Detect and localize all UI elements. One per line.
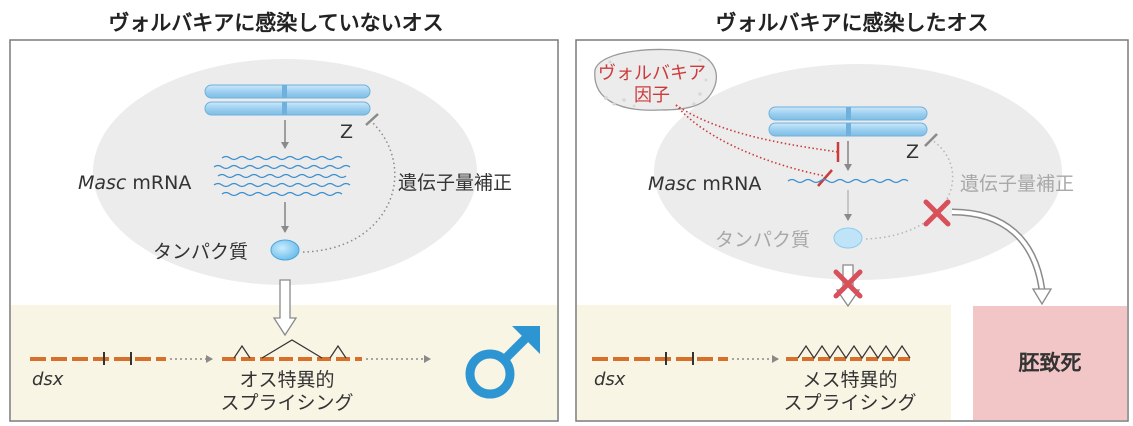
left-splice-label-2: スプライシング (220, 392, 353, 414)
right-panel: 胚致死 ヴォルバキア 因子 Z M (575, 39, 1129, 422)
right-z-label: Z (906, 141, 919, 163)
wolbachia-label-1: ヴォルバキア (598, 63, 706, 84)
left-dsx-label: dsx (32, 369, 64, 390)
left-panel-title: ヴォルバキアに感染していないオス (108, 11, 443, 35)
right-panel-title: ヴォルバキアに感染したオス (716, 11, 989, 35)
right-cell (654, 64, 1062, 280)
right-protein-blob (833, 227, 863, 249)
lethal-arrow-head (1031, 288, 1053, 306)
right-spliced-transcript (786, 344, 912, 361)
lethal-arrow-inner (951, 210, 1044, 291)
left-dsx-gene (30, 352, 166, 365)
male-symbol-icon (465, 326, 540, 399)
right-dsx-gene (592, 352, 728, 365)
cross-male-pathway-icon (833, 269, 863, 299)
left-protein-label: タンパク質 (153, 241, 248, 263)
right-dosage-curve (865, 139, 954, 240)
left-z-mark (365, 113, 379, 126)
inhibit-line-mrna (675, 104, 826, 177)
left-protein-blob (270, 239, 300, 261)
wolbachia-label-2: 因子 (634, 85, 670, 106)
cross-dosage-icon (923, 199, 951, 227)
right-splice-label-1: メス特異的 (802, 369, 897, 391)
wolbachia-blob (594, 48, 717, 111)
left-z-label: Z (340, 121, 353, 143)
lethal-box (973, 306, 1127, 420)
right-dsx-label: dsx (594, 369, 626, 390)
left-hollow-arrow (272, 279, 298, 337)
left-mrna-lines (213, 155, 351, 197)
left-dosage-label: 遺伝子量補正 (398, 172, 512, 194)
left-chromosome-pair (204, 84, 371, 116)
inhibit-bar-mrna (817, 169, 833, 187)
lethal-label: 胚致死 (1019, 351, 1082, 375)
left-cell (93, 59, 477, 285)
right-mrna-line (787, 178, 909, 184)
right-protein-label: タンパク質 (715, 229, 810, 251)
right-dosage-label: 遺伝子量補正 (960, 173, 1074, 195)
right-chromosome-pair (768, 106, 928, 137)
left-spliced-transcript (222, 339, 362, 361)
left-splice-label-1: オス特異的 (239, 369, 334, 391)
right-nucleus-band (577, 305, 951, 420)
right-splice-label-2: スプライシング (783, 392, 916, 414)
right-z-mark (924, 133, 938, 147)
